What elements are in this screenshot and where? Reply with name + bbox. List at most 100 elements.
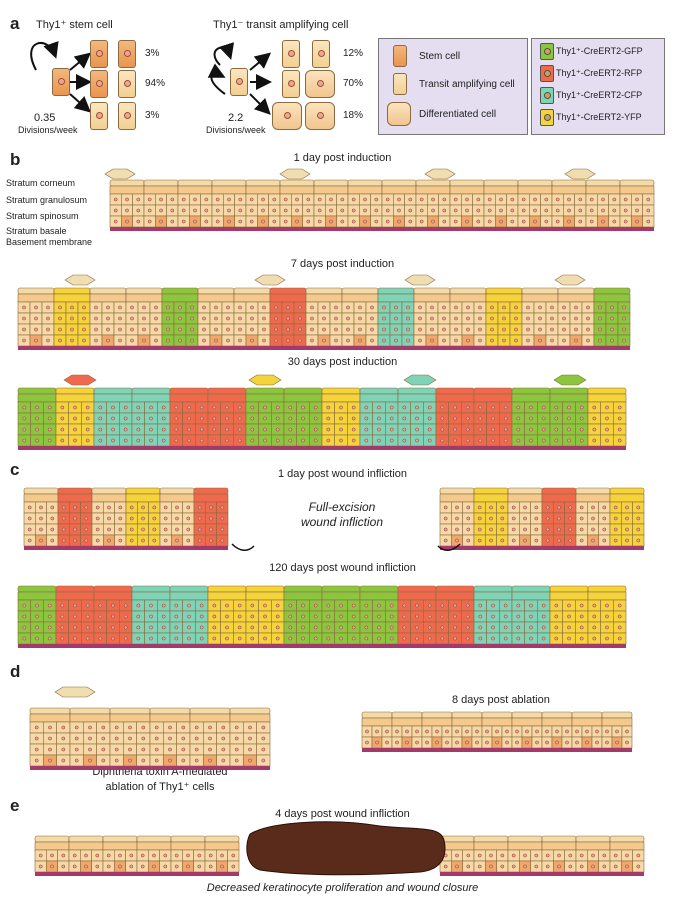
cell-nucleus	[431, 197, 435, 202]
cell-nucleus	[186, 516, 191, 521]
corneum-cell	[161, 287, 199, 295]
corneum-cell	[170, 835, 206, 843]
cell-nucleus	[502, 305, 506, 310]
cell-nucleus	[602, 864, 607, 869]
granulosum-cell	[609, 841, 645, 851]
cell-nucleus	[175, 527, 179, 532]
cell-nucleus	[114, 725, 119, 730]
cell-nucleus	[123, 603, 128, 608]
cell-nucleus	[568, 853, 573, 858]
cell-nucleus	[220, 527, 225, 532]
cell-nucleus	[47, 438, 52, 443]
cell-nucleus	[397, 197, 401, 202]
cell-nucleus	[237, 625, 242, 630]
cell-nucleus	[579, 636, 584, 641]
cell-nucleus	[101, 747, 106, 752]
cell-nucleus	[301, 405, 305, 410]
corneum-cell	[189, 707, 231, 715]
cell-nucleus	[106, 853, 111, 858]
cell-nucleus	[238, 338, 242, 343]
cell-nucleus	[402, 416, 407, 421]
cell-nucleus	[170, 197, 175, 202]
cell-nucleus	[221, 736, 226, 741]
cell-nucleus	[511, 516, 516, 521]
cell-nucleus	[27, 516, 32, 521]
cell-nucleus	[351, 438, 356, 443]
cell-nucleus	[22, 316, 26, 321]
stem-cell-outcome	[90, 70, 108, 98]
corneum-cell	[197, 287, 235, 295]
cell-nucleus	[443, 516, 448, 521]
cell-nucleus	[418, 327, 422, 332]
cell-nucleus	[489, 538, 493, 543]
cell-nucleus	[440, 603, 445, 608]
cell-nucleus	[495, 740, 499, 745]
corneum-cell	[521, 287, 559, 295]
cell-nucleus	[499, 197, 503, 202]
granulosum-cell	[541, 493, 577, 503]
cell-nucleus	[418, 305, 422, 310]
cell-nucleus	[339, 636, 343, 641]
cell-nucleus	[419, 208, 424, 213]
cell-nucleus	[415, 405, 419, 410]
cell-nucleus	[605, 427, 609, 432]
cell-nucleus	[199, 603, 204, 608]
cell-nucleus	[261, 197, 265, 202]
cell-nucleus	[61, 747, 66, 752]
cell-nucleus	[586, 316, 590, 321]
cell-nucleus	[550, 305, 554, 310]
cell-nucleus	[443, 505, 448, 510]
cell-nucleus	[557, 516, 561, 521]
corneum-cell	[473, 585, 513, 593]
cell-nucleus	[385, 197, 390, 202]
cell-nucleus	[364, 625, 369, 630]
granulosum-cell	[549, 591, 589, 601]
cell-nucleus	[598, 305, 602, 310]
cell-nucleus	[60, 427, 65, 432]
cell-nucleus	[208, 758, 212, 763]
cell-nucleus	[47, 427, 52, 432]
cell-nucleus	[249, 197, 254, 202]
cell-nucleus	[275, 614, 280, 619]
yfp-swatch	[540, 109, 554, 126]
cell-nucleus	[47, 614, 52, 619]
cell-nucleus	[523, 538, 527, 543]
cell-nucleus	[123, 625, 128, 630]
cell-nucleus	[427, 625, 432, 630]
corneum-cell	[609, 835, 645, 843]
cell-nucleus	[453, 636, 457, 641]
cell-nucleus	[123, 614, 128, 619]
cell-nucleus	[579, 427, 584, 432]
cell-nucleus	[129, 505, 134, 510]
basement-membrane	[440, 546, 644, 550]
cell-nucleus	[61, 505, 66, 510]
cell-nucleus	[147, 208, 152, 213]
granulosum-cell	[109, 713, 151, 723]
cell-nucleus	[585, 740, 589, 745]
cell-nucleus	[605, 614, 609, 619]
cell-nucleus	[382, 338, 386, 343]
granulosum-cell	[321, 591, 361, 601]
cell-nucleus	[238, 305, 242, 310]
cell-nucleus	[123, 427, 128, 432]
cell-nucleus	[364, 438, 369, 443]
cell-nucleus	[562, 327, 566, 332]
cell-nucleus	[163, 864, 168, 869]
cell-nucleus	[22, 614, 27, 619]
cell-nucleus	[130, 316, 134, 321]
cell-nucleus	[579, 516, 584, 521]
cell-nucleus	[442, 197, 447, 202]
cell-nucleus	[370, 338, 374, 343]
cell-nucleus	[72, 853, 77, 858]
cell-nucleus	[545, 538, 550, 543]
cell-nucleus	[636, 538, 641, 543]
cell-nucleus	[149, 416, 153, 421]
cell-nucleus	[225, 636, 229, 641]
cell-nucleus	[579, 603, 584, 608]
cell-nucleus	[395, 729, 399, 734]
cell-nucleus	[500, 505, 505, 510]
corneum-cell	[361, 711, 393, 719]
cell-nucleus	[465, 416, 470, 421]
cell-nucleus	[181, 208, 186, 213]
cell-nucleus	[322, 327, 326, 332]
